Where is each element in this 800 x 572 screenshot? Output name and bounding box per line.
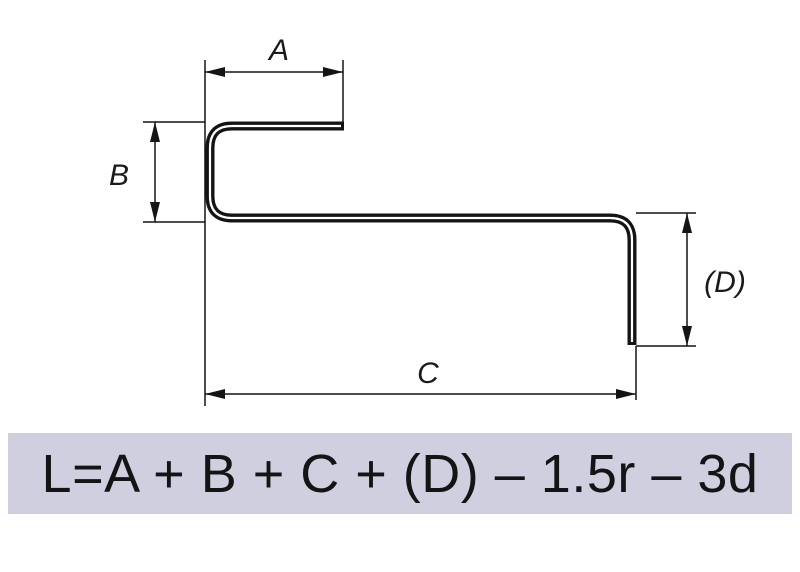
extension-lines <box>143 60 696 406</box>
dimension-lines <box>150 67 692 399</box>
dimension-label-d: (D) <box>704 266 746 299</box>
dimension-label-a: A <box>267 34 289 67</box>
dimension-label-b: B <box>109 159 129 192</box>
formula-banner: L=A + B + C + (D) – 1.5r – 3d <box>8 433 792 514</box>
length-formula: L=A + B + C + (D) – 1.5r – 3d <box>41 443 759 504</box>
bent-profile-diagram: A B C (D) <box>109 34 746 406</box>
sheet-profile <box>205 121 637 345</box>
dimension-label-c: C <box>417 357 439 390</box>
